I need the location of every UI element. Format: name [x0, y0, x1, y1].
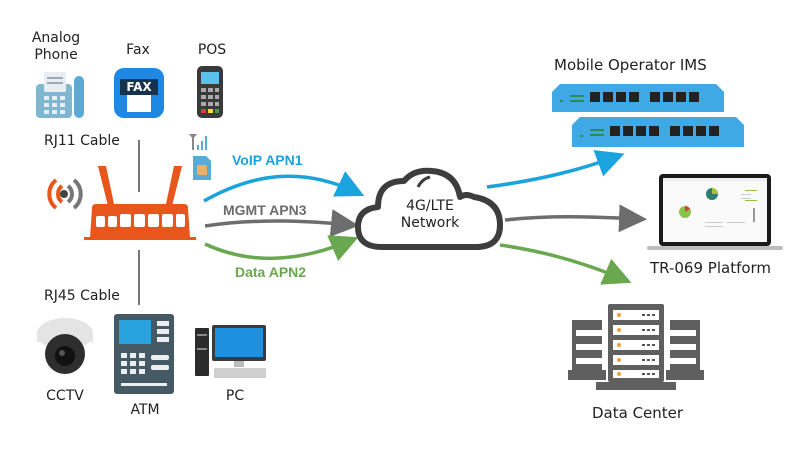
analog-phone-icon	[36, 72, 84, 118]
analog-phone-label: Analog Phone	[26, 30, 86, 64]
pos-terminal-icon	[197, 66, 223, 118]
fax-label: Fax	[126, 42, 150, 58]
tr069-laptop-icon	[647, 174, 783, 250]
pc-icon	[195, 325, 266, 378]
data-apn-label: Data APN2	[235, 264, 307, 280]
ims-label: Mobile Operator IMS	[554, 56, 707, 74]
sim-card-icon	[193, 156, 211, 180]
rj45-cable-label: RJ45 Cable	[44, 288, 120, 304]
analog-phone-label-line2: Phone	[34, 47, 78, 63]
data-center-label: Data Center	[592, 404, 684, 422]
atm-icon	[114, 314, 174, 394]
mgmt-apn-label: MGMT APN3	[223, 202, 307, 218]
mgmt-apn-arrow	[204, 209, 359, 237]
atm-label: ATM	[130, 402, 160, 418]
tr069-label: TR-069 Platform	[650, 259, 772, 277]
rj11-cable-label: RJ11 Cable	[44, 133, 120, 149]
signal-strength-icon	[189, 134, 207, 150]
network-label: 4G/LTE Network	[380, 198, 480, 232]
analog-phone-label-line1: Analog	[31, 30, 81, 46]
voip-to-ims-arrow	[486, 150, 625, 189]
cctv-label: CCTV	[46, 388, 84, 404]
cloud-network-icon	[355, 167, 503, 250]
fax-icon: FAX	[114, 68, 164, 118]
pc-label: PC	[225, 388, 245, 404]
ims-switch-icon	[552, 84, 744, 147]
cctv-camera-icon	[37, 318, 93, 374]
voip-apn-arrow	[203, 171, 365, 203]
router-icon	[84, 166, 196, 240]
network-label-line2: Network	[400, 215, 460, 231]
data-to-datacenter-arrow	[499, 243, 632, 285]
mgmt-to-tr069-arrow	[504, 204, 647, 233]
fax-icon-text: FAX	[120, 79, 158, 95]
voip-apn-label: VoIP APN1	[232, 152, 303, 168]
data-apn-arrow	[204, 235, 359, 262]
network-label-line1: 4G/LTE	[406, 198, 454, 214]
wireless-signal-icon	[47, 178, 83, 210]
pos-label: POS	[197, 42, 227, 58]
data-center-icon	[568, 304, 704, 390]
